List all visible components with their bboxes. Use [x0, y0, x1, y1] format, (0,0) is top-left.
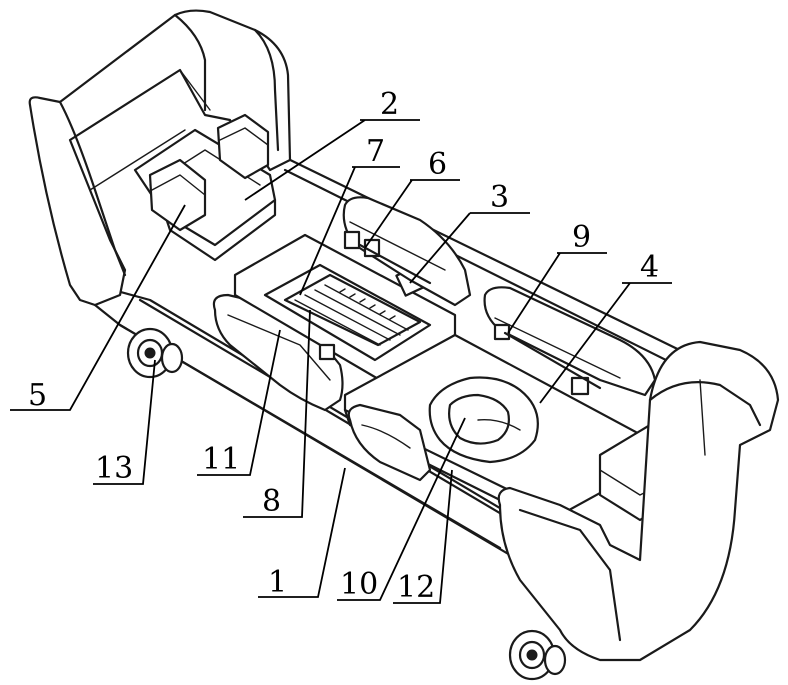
wheel-front-right	[510, 631, 565, 679]
label-4: 4	[640, 250, 659, 285]
label-8: 8	[262, 484, 281, 519]
label-3: 3	[490, 180, 509, 215]
label-2: 2	[380, 87, 399, 122]
label-5: 5	[28, 378, 47, 413]
label-13: 13	[95, 451, 133, 486]
label-6: 6	[428, 147, 447, 182]
label-11: 11	[202, 442, 240, 477]
label-7: 7	[366, 134, 385, 169]
label-9: 9	[572, 220, 591, 255]
label-12: 12	[397, 570, 435, 605]
label-1: 1	[268, 565, 287, 600]
label-10: 10	[340, 567, 378, 602]
